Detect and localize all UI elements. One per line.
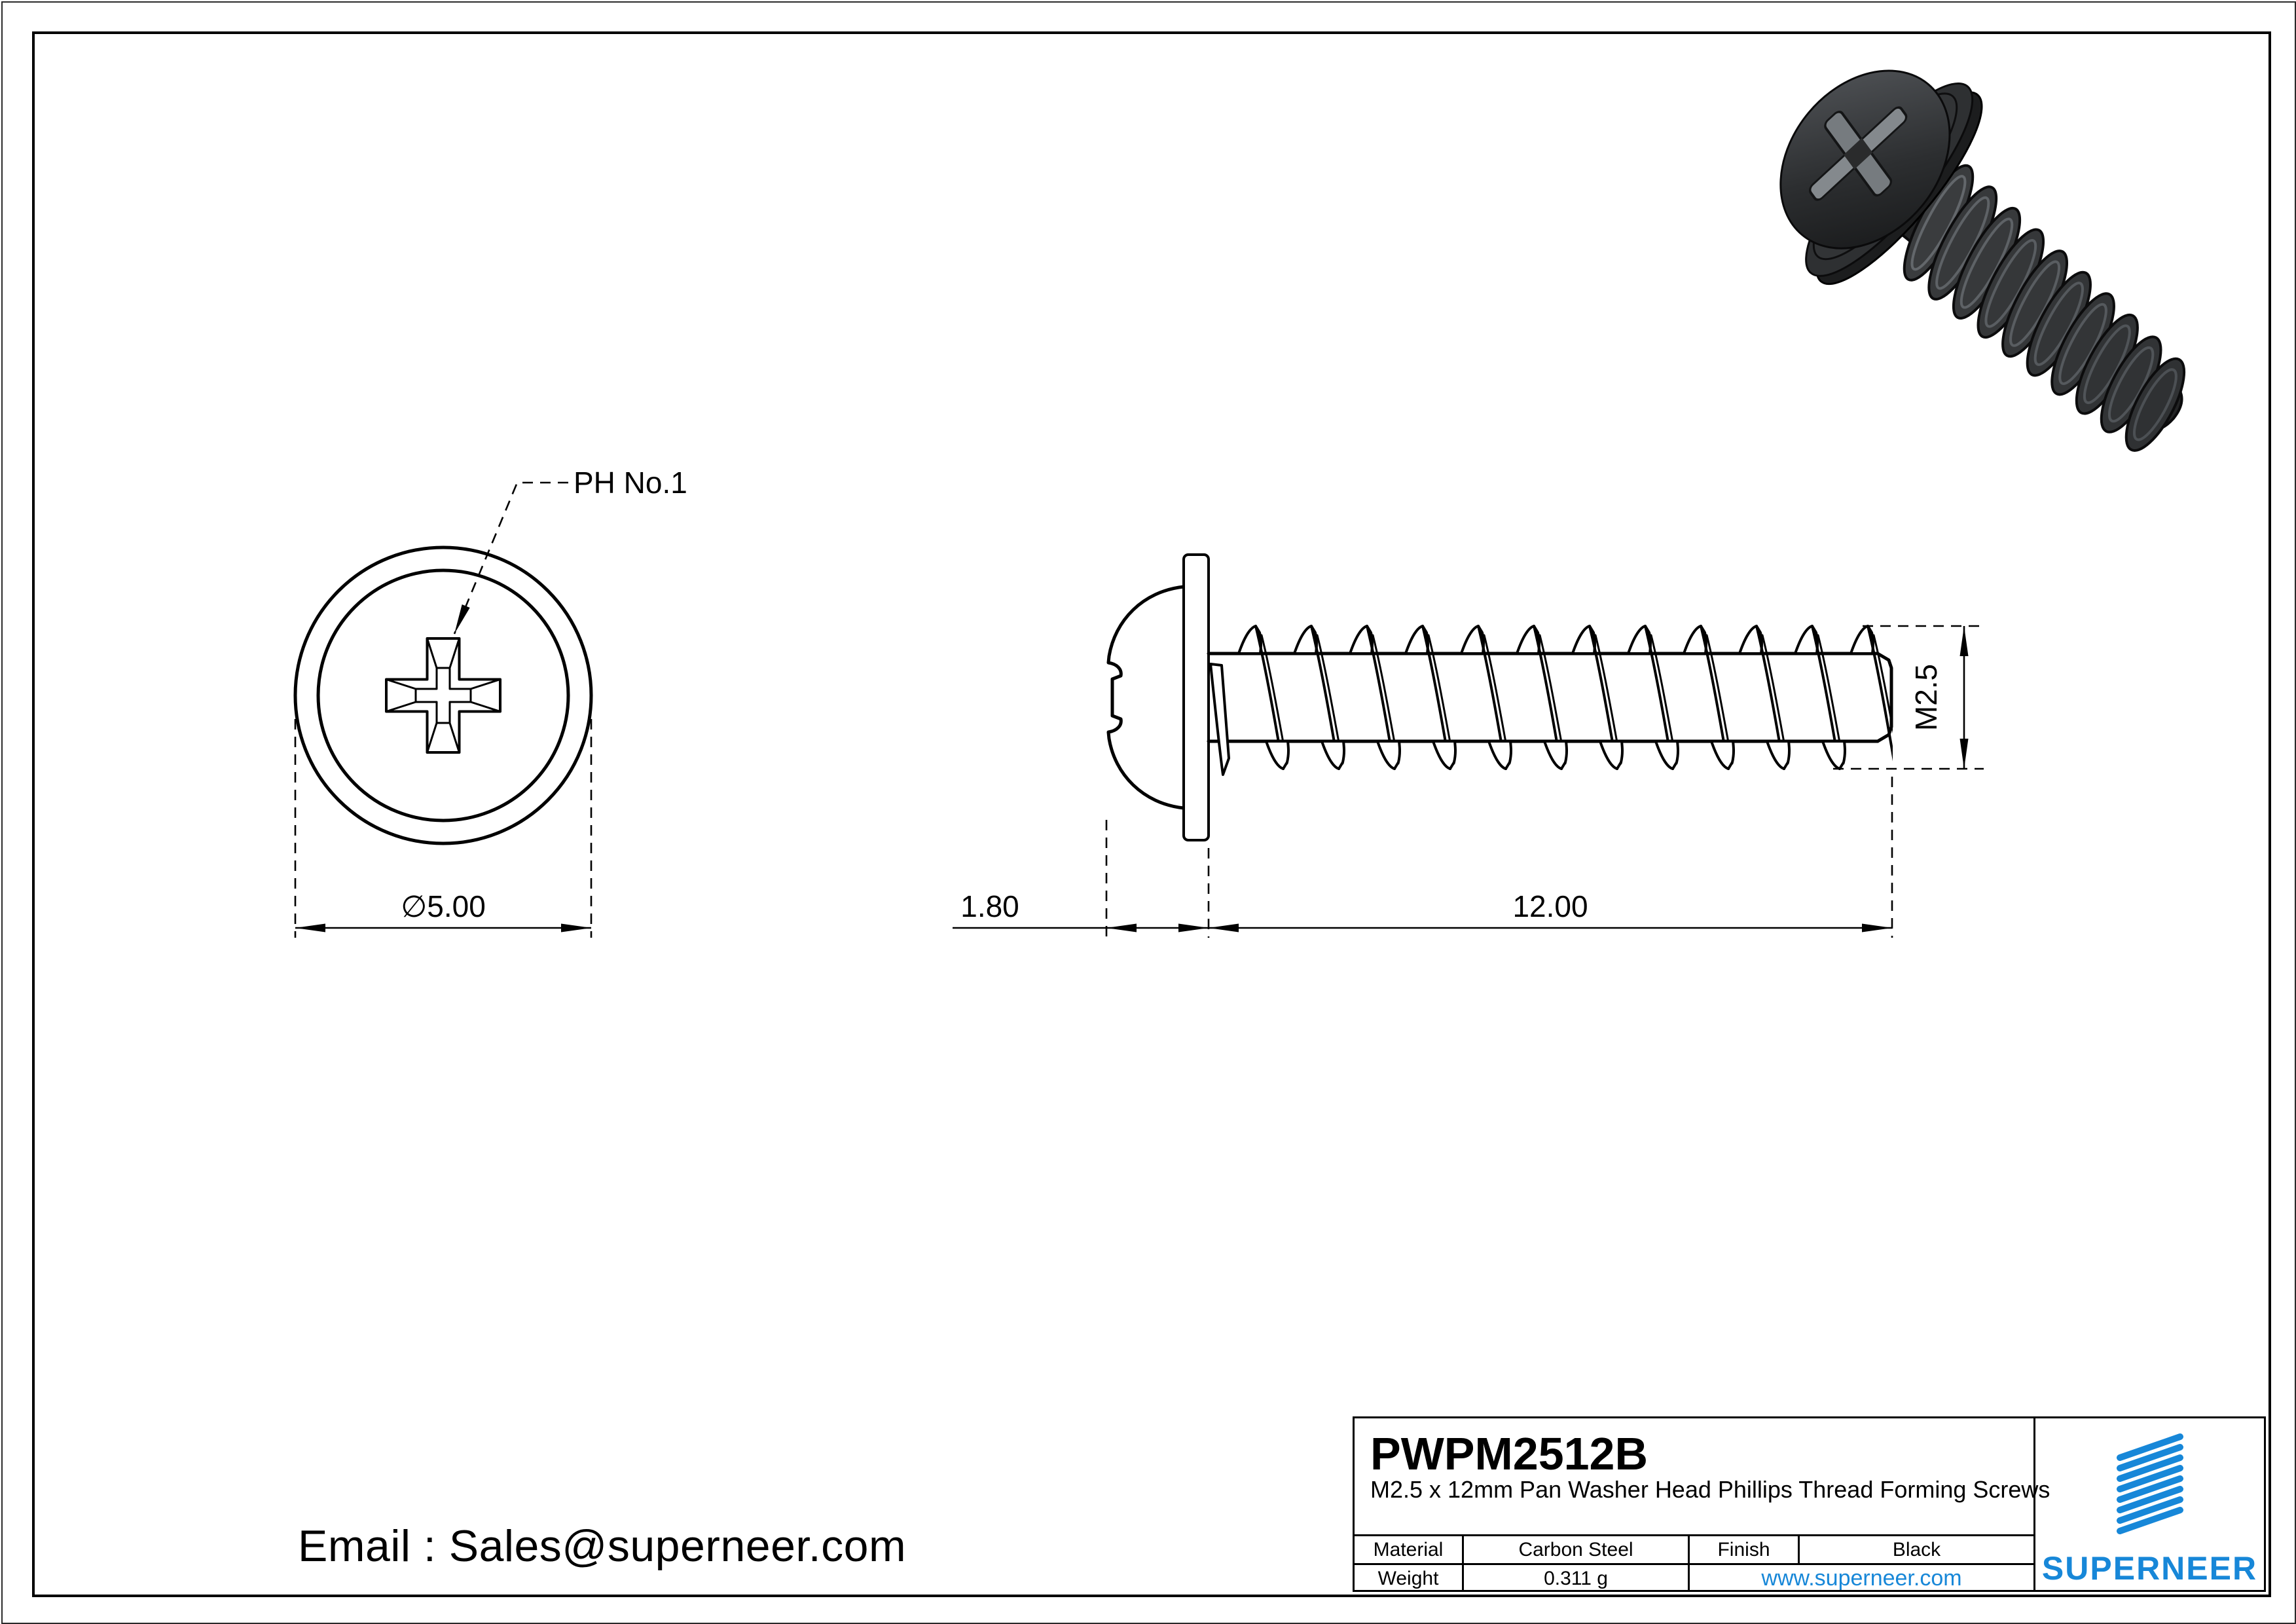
length-dimensions: 1.80 12.00	[953, 777, 1893, 938]
brand-logo-area: SUPERNEER	[2033, 1418, 2266, 1592]
part-number: PWPM2512B	[1370, 1428, 1649, 1479]
thread-diameter-dimension: M2.5	[1833, 625, 1984, 770]
weight-label: Weight	[1377, 1567, 1439, 1589]
title-block: PWPM2512B M2.5 x 12mm Pan Washer Head Ph…	[1353, 1416, 2266, 1592]
head-dome-profile	[1106, 585, 1186, 810]
front-view: ∅5.00 PH No.1	[293, 466, 687, 938]
ph-callout: PH No.1	[453, 466, 687, 635]
head-3d	[1779, 69, 1983, 286]
material-label: Material	[1373, 1538, 1444, 1560]
phillips-recess	[385, 637, 501, 754]
finish-label: Finish	[1717, 1538, 1770, 1560]
screw-tip	[1876, 652, 1893, 743]
head-inner-circle	[316, 568, 570, 822]
thread-start	[1209, 663, 1230, 776]
thread-3d	[1903, 164, 2186, 452]
website-link[interactable]: www.superneer.com	[1761, 1566, 1962, 1591]
finish-value: Black	[1892, 1538, 1941, 1560]
side-view: M2.5 1.80 12.00	[953, 553, 1984, 938]
diameter-dimension: ∅5.00	[294, 719, 592, 938]
phillips-3d	[1809, 106, 1908, 201]
superneer-logo-icon	[2117, 1433, 2183, 1534]
diameter-label: ∅5.00	[401, 889, 486, 923]
drawing-frame	[32, 31, 2271, 1597]
washer-outer-circle	[293, 545, 593, 845]
contact-email: Email : Sales@superneer.com	[298, 1521, 907, 1571]
head-height-label: 1.80	[960, 889, 1019, 923]
thread-profile	[1237, 625, 1901, 770]
weight-value: 0.311 g	[1544, 1567, 1608, 1589]
ph-callout-label: PH No.1	[574, 466, 687, 500]
screw-3d-render	[1779, 69, 2186, 452]
washer-flange	[1182, 553, 1210, 841]
length-label: 12.00	[1512, 889, 1588, 923]
brand-name: SUPERNEER	[2041, 1550, 2258, 1587]
thread-size-label: M2.5	[1909, 664, 1943, 731]
material-value: Carbon Steel	[1518, 1538, 1633, 1560]
part-description: M2.5 x 12mm Pan Washer Head Phillips Thr…	[1370, 1476, 2050, 1503]
